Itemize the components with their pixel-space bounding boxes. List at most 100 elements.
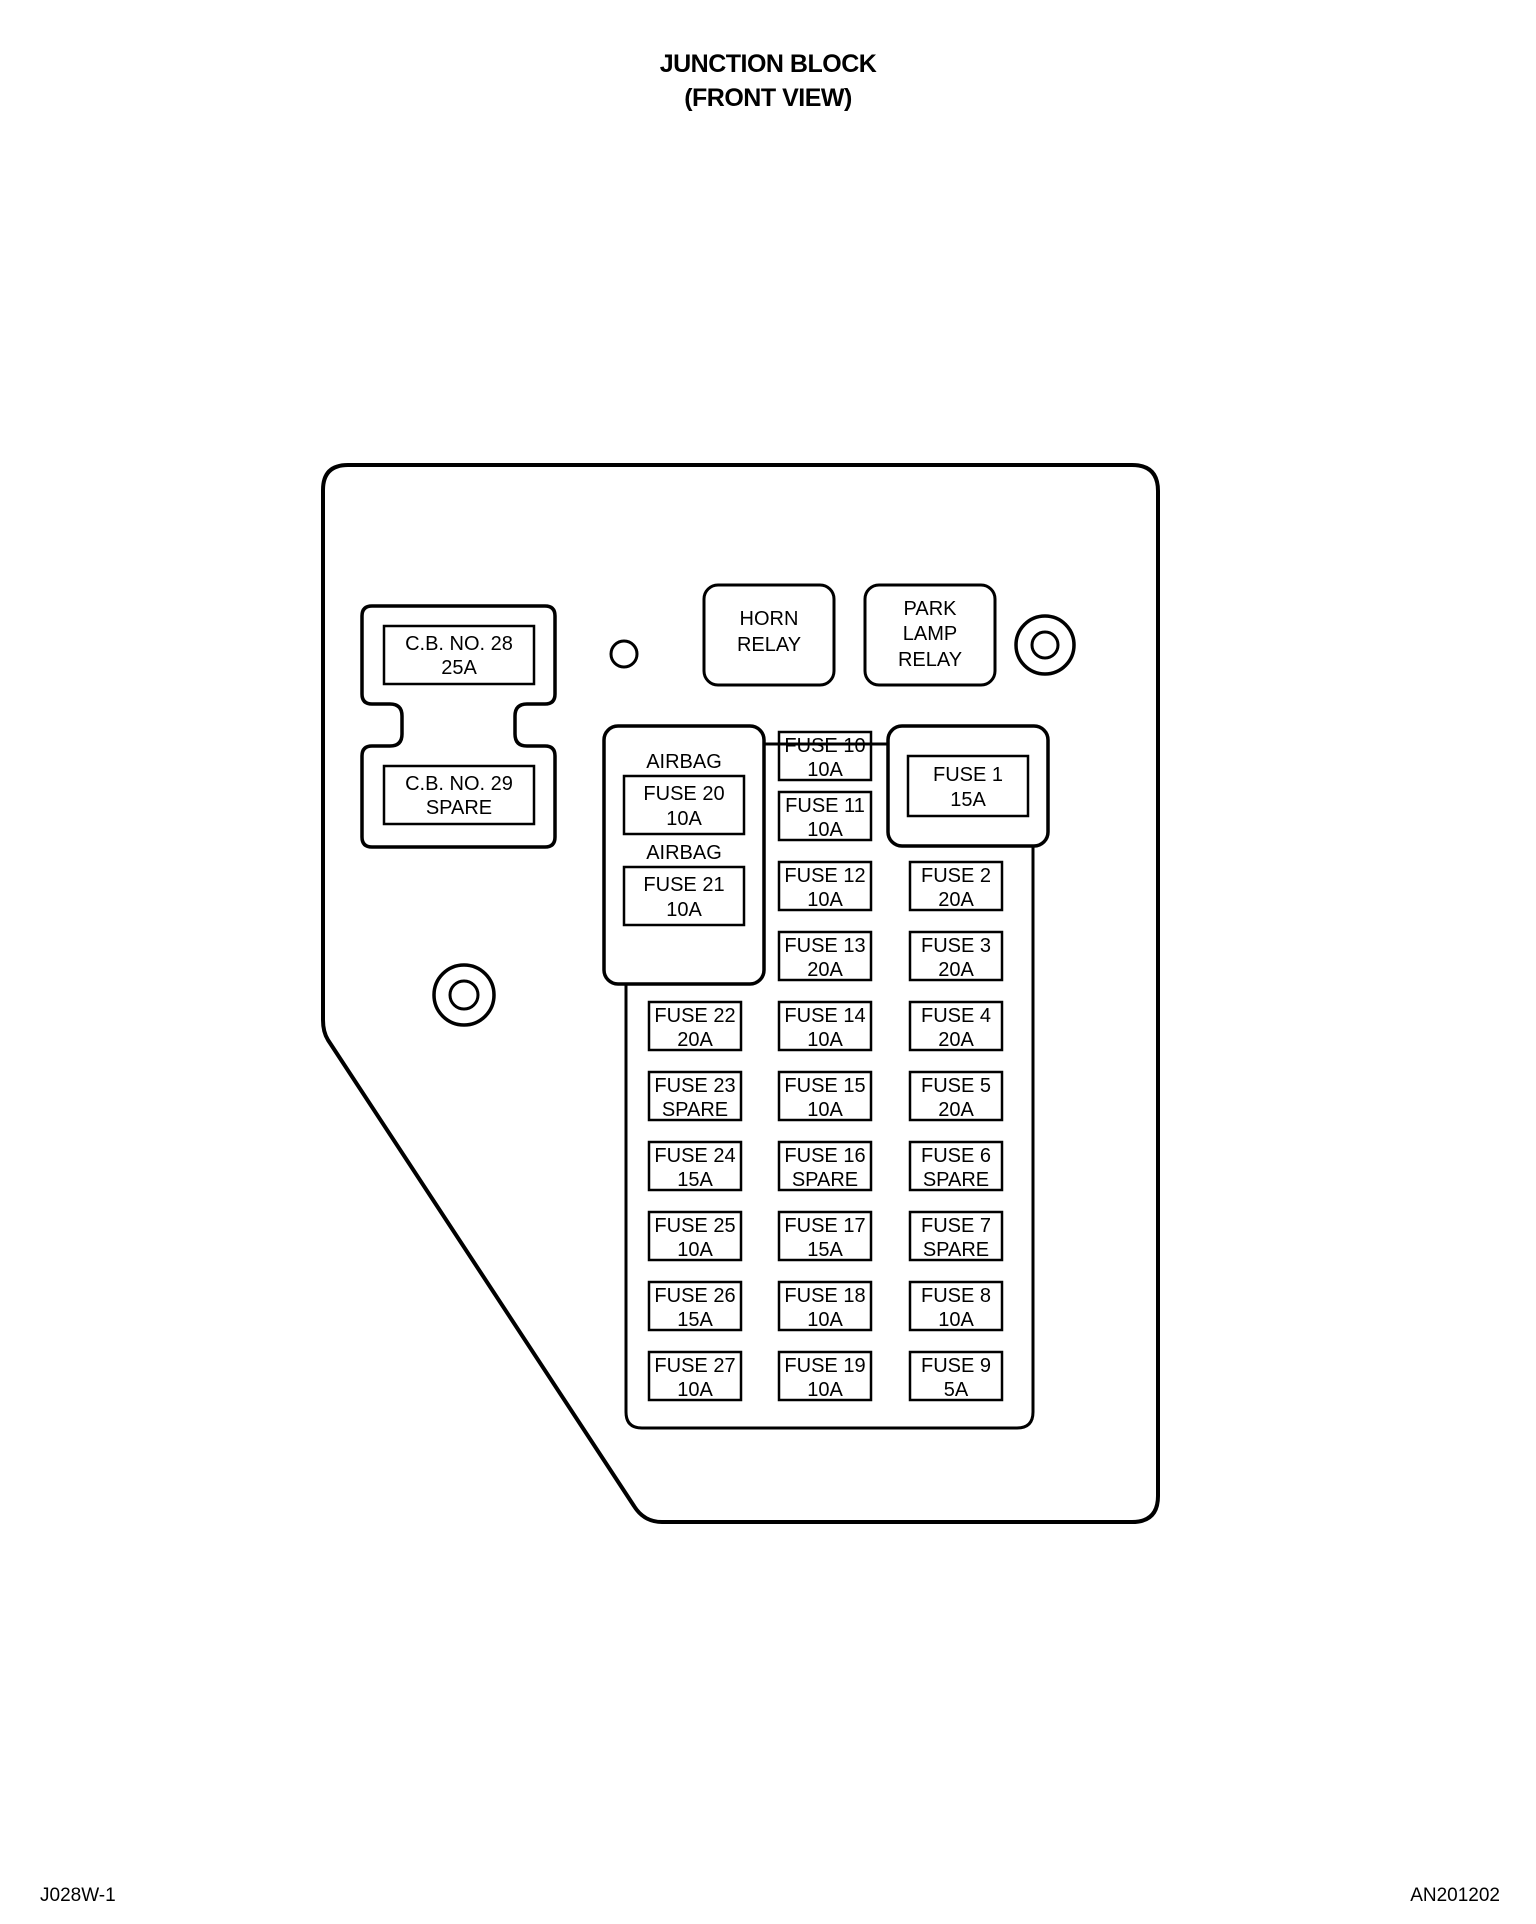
fuse-3-rating: 20A [938, 959, 974, 981]
fuse-15-name: FUSE 15 [784, 1075, 865, 1097]
horn-relay-label-1: HORN [740, 608, 799, 630]
fuse-2-rating: 20A [938, 889, 974, 911]
fuse-13-rating: 20A [807, 959, 843, 981]
fuse-21 [622, 865, 746, 927]
mounting-boss-left [432, 963, 496, 1027]
fuse-25 [647, 1210, 743, 1262]
fuse-27 [647, 1350, 743, 1402]
fuse-6-name: FUSE 6 [921, 1145, 991, 1167]
fuse-5-name: FUSE 5 [921, 1075, 991, 1097]
fuse-2-name: FUSE 2 [921, 865, 991, 887]
fuse-26 [647, 1280, 743, 1332]
airbag-fuse-module [602, 724, 766, 986]
fuse-6-rating: SPARE [923, 1169, 989, 1191]
fuse-12-rating: 10A [807, 889, 843, 911]
cb28-rating: 25A [441, 657, 477, 679]
fuse-26-rating: 15A [677, 1309, 713, 1331]
fuse-3 [908, 930, 1004, 982]
fuse-17-name: FUSE 17 [784, 1215, 865, 1237]
fuse-13-name: FUSE 13 [784, 935, 865, 957]
fuse-8-name: FUSE 8 [921, 1285, 991, 1307]
fuse-26-name: FUSE 26 [654, 1285, 735, 1307]
fuse-13 [777, 930, 873, 982]
cb29-rating: SPARE [426, 797, 492, 819]
fuse-3-name: FUSE 3 [921, 935, 991, 957]
fuse-21-rating: 10A [666, 899, 702, 921]
fuse-1-name: FUSE 1 [933, 764, 1003, 786]
fuse-19-rating: 10A [807, 1379, 843, 1401]
airbag-label-2: AIRBAG [646, 842, 722, 864]
figure-code-left: J028W-1 [40, 1885, 116, 1906]
fuse-12-name: FUSE 12 [784, 865, 865, 887]
junction-block-outline [321, 463, 1160, 1524]
fuse-8-rating: 10A [938, 1309, 974, 1331]
fuse-23 [647, 1070, 743, 1122]
fuse-2 [908, 860, 1004, 912]
fuse-10-name: FUSE 10 [784, 735, 865, 757]
fuse-23-name: FUSE 23 [654, 1075, 735, 1097]
fuse-27-name: FUSE 27 [654, 1355, 735, 1377]
fuse-4 [908, 1000, 1004, 1052]
cb28-name: C.B. NO. 28 [405, 633, 513, 655]
fuse-14-name: FUSE 14 [784, 1005, 865, 1027]
fuse-27-rating: 10A [677, 1379, 713, 1401]
diagram-title-line1: JUNCTION BLOCK [660, 50, 877, 78]
fuse-7-name: FUSE 7 [921, 1215, 991, 1237]
cb29-name: C.B. NO. 29 [405, 773, 513, 795]
mounting-hole-small [609, 639, 639, 669]
fuse-20 [622, 774, 746, 836]
fuse-16 [777, 1140, 873, 1192]
fuse-9-name: FUSE 9 [921, 1355, 991, 1377]
fuse-17 [777, 1210, 873, 1262]
fuse-25-rating: 10A [677, 1239, 713, 1261]
horn-relay-label-2: RELAY [737, 634, 801, 656]
fuse-10 [777, 730, 873, 782]
fuse-11 [777, 790, 873, 842]
fuse-20-name: FUSE 20 [643, 783, 724, 805]
fuse-24 [647, 1140, 743, 1192]
fuse-8 [908, 1280, 1004, 1332]
fuse-11-rating: 10A [807, 819, 843, 841]
fuse-23-rating: SPARE [662, 1099, 728, 1121]
horn-relay [702, 583, 836, 687]
fuse-11-name: FUSE 11 [785, 795, 865, 817]
diagram-title-line2: (FRONT VIEW) [684, 84, 852, 112]
park-lamp-relay-label-2: LAMP [903, 623, 957, 645]
fuse-panel-outline [624, 742, 1035, 1430]
fuse-5-rating: 20A [938, 1099, 974, 1121]
fuse-14 [777, 1000, 873, 1052]
circuit-breaker-29 [382, 764, 536, 826]
fuse-15 [777, 1070, 873, 1122]
fuse-19-name: FUSE 19 [784, 1355, 865, 1377]
fuse-7-rating: SPARE [923, 1239, 989, 1261]
fuse-25-name: FUSE 25 [654, 1215, 735, 1237]
park-lamp-relay [863, 583, 997, 687]
circuit-breaker-holder [360, 604, 557, 849]
fuse-16-name: FUSE 16 [784, 1145, 865, 1167]
fuse-6 [908, 1140, 1004, 1192]
fuse-10-rating: 10A [807, 759, 843, 781]
fuse-4-rating: 20A [938, 1029, 974, 1051]
fuse-1 [906, 754, 1030, 818]
fuse-21-name: FUSE 21 [643, 874, 724, 896]
fuse-9-rating: 5A [944, 1379, 969, 1401]
circuit-breaker-28 [382, 624, 536, 686]
park-lamp-relay-label-1: PARK [904, 598, 958, 620]
fuse-18 [777, 1280, 873, 1332]
fuse-4-name: FUSE 4 [921, 1005, 991, 1027]
fuse-18-name: FUSE 18 [784, 1285, 865, 1307]
fuse-15-rating: 10A [807, 1099, 843, 1121]
fuse-1-rating: 15A [950, 789, 986, 811]
fuse-22 [647, 1000, 743, 1052]
fuse-19 [777, 1350, 873, 1402]
fuse-14-rating: 10A [807, 1029, 843, 1051]
fuse-20-rating: 10A [666, 808, 702, 830]
fuse-22-rating: 20A [677, 1029, 713, 1051]
fuse-12 [777, 860, 873, 912]
figure-code-right: AN201202 [1410, 1885, 1500, 1906]
fuse-1-module [886, 724, 1050, 848]
fuse-9 [908, 1350, 1004, 1402]
fuse-16-rating: SPARE [792, 1169, 858, 1191]
